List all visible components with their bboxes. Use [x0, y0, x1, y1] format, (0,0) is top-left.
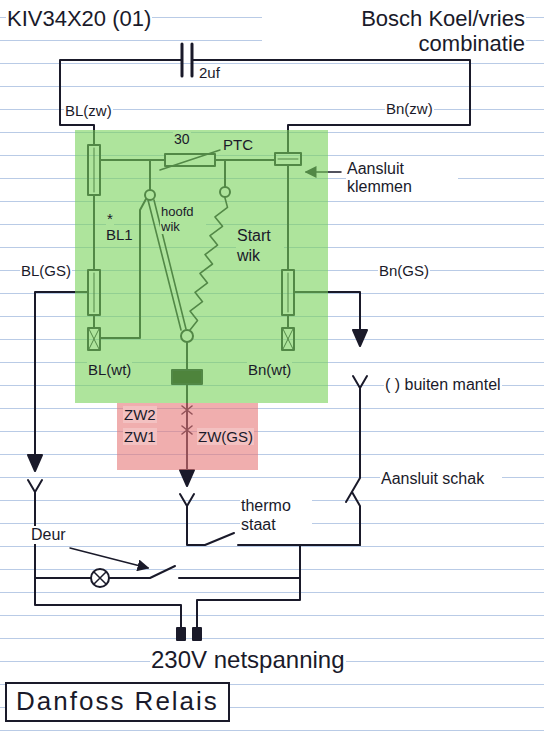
node-text: ZW1 — [123, 428, 157, 445]
supply-label: 230V netspanning — [150, 646, 346, 674]
node-text: ZW2 — [123, 406, 157, 423]
mains-pin — [177, 628, 185, 640]
mains-pin — [193, 628, 201, 640]
node-text: PTC — [222, 136, 254, 153]
plug-pin — [180, 470, 194, 486]
title: KIV34X20 (01) — [6, 6, 152, 31]
node-text: BL1 — [105, 226, 134, 243]
plug-pin — [28, 455, 42, 471]
node-text: BL(wt) — [87, 361, 132, 378]
wire — [28, 480, 91, 578]
heading-text: Bosch Koel/vries combinatie — [262, 6, 526, 57]
node-text: ZW(GS) — [197, 428, 254, 445]
connection-switch — [346, 376, 367, 545]
door-switch — [109, 545, 300, 578]
node-text: * — [106, 210, 114, 227]
node-text: Danfoss Relais — [15, 687, 220, 717]
wire-color: BL(GS) — [20, 262, 72, 279]
node-text: hoofd wik — [160, 204, 206, 234]
plug-pin — [353, 330, 367, 346]
lamp — [91, 569, 109, 587]
capacitor-plate — [191, 44, 194, 76]
leader-arrow — [70, 548, 148, 568]
wire-color: Bn(GS) — [378, 262, 430, 279]
caption-box: Danfoss Relais — [5, 682, 230, 722]
relay-region: 30 PTC hoofd wik *BL1 Start wikBL(wt) Bn(wt) — [75, 130, 328, 403]
wire — [35, 578, 300, 628]
thermostat-switch — [180, 494, 234, 545]
wire — [192, 60, 470, 153]
callout-text: Aansluit schak — [380, 470, 502, 488]
capacitor-plate — [181, 44, 184, 76]
note-text: ( ) buiten mantel — [384, 376, 502, 394]
callout-text: Deur — [30, 526, 67, 544]
callout-text: Aansluit klemmen — [346, 160, 458, 197]
callout-text: thermo staat — [240, 496, 312, 534]
wire-color: Bn(zw) — [385, 100, 434, 117]
wire-color: BL(zw) — [64, 102, 113, 119]
component-value: 2uf — [198, 64, 221, 81]
node-text: Bn(wt) — [247, 361, 292, 378]
node-text: Start wik — [236, 226, 284, 266]
wire-cut-region: ZW2ZW1 ZW(GS) — [117, 403, 258, 470]
node-text: 30 — [173, 131, 191, 147]
